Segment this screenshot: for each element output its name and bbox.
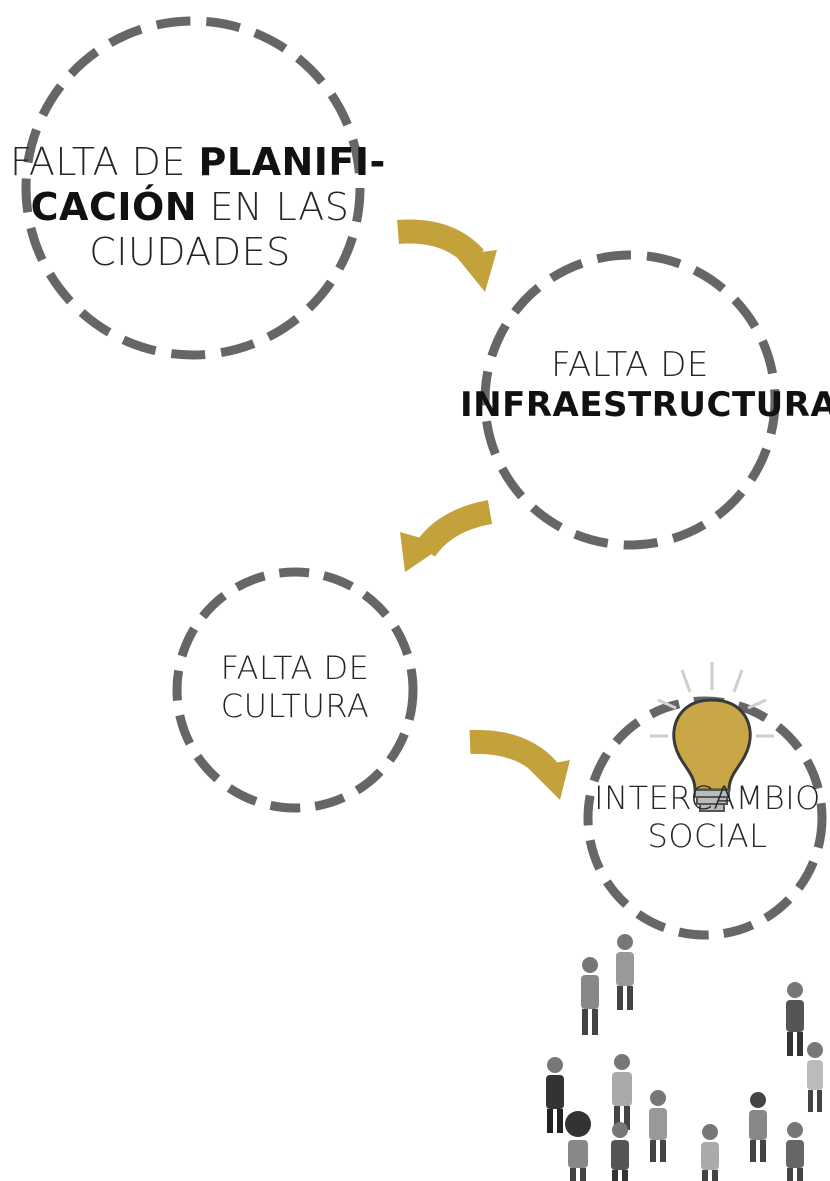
node-line: INFRAESTRUCTURA [460, 385, 830, 426]
node-line: CACIÓN EN LAS [30, 184, 350, 229]
node-line: SOCIAL [647, 816, 768, 855]
node-intercambio-text: INTERCAMBIO SOCIAL [585, 779, 830, 856]
node-planificacion-text: FALTA DE PLANIFI- CACIÓN EN LAS CIUDADES [10, 140, 386, 274]
node-line: CIUDADES [89, 229, 291, 274]
node-infraestructura-text: FALTA DE INFRAESTRUCTURA [460, 345, 830, 426]
node-line: CULTURA [220, 686, 370, 725]
node-line: FALTA DE [220, 649, 370, 687]
circle-planificacion [21, 16, 365, 360]
node-line: INTERCAMBIO [594, 779, 821, 817]
node-line: FALTA DE PLANIFI- [10, 140, 386, 184]
node-line: FALTA DE [551, 345, 709, 385]
arrow-2 [400, 500, 493, 572]
people-crowd-icon [546, 934, 823, 1181]
circle-infraestructura [480, 250, 780, 550]
arrow-1 [397, 219, 497, 292]
arrow-3 [469, 729, 570, 800]
node-cultura-text: FALTA DE CULTURA [170, 649, 420, 726]
lightbulb-icon [650, 662, 774, 812]
circle-cultura [172, 567, 418, 813]
